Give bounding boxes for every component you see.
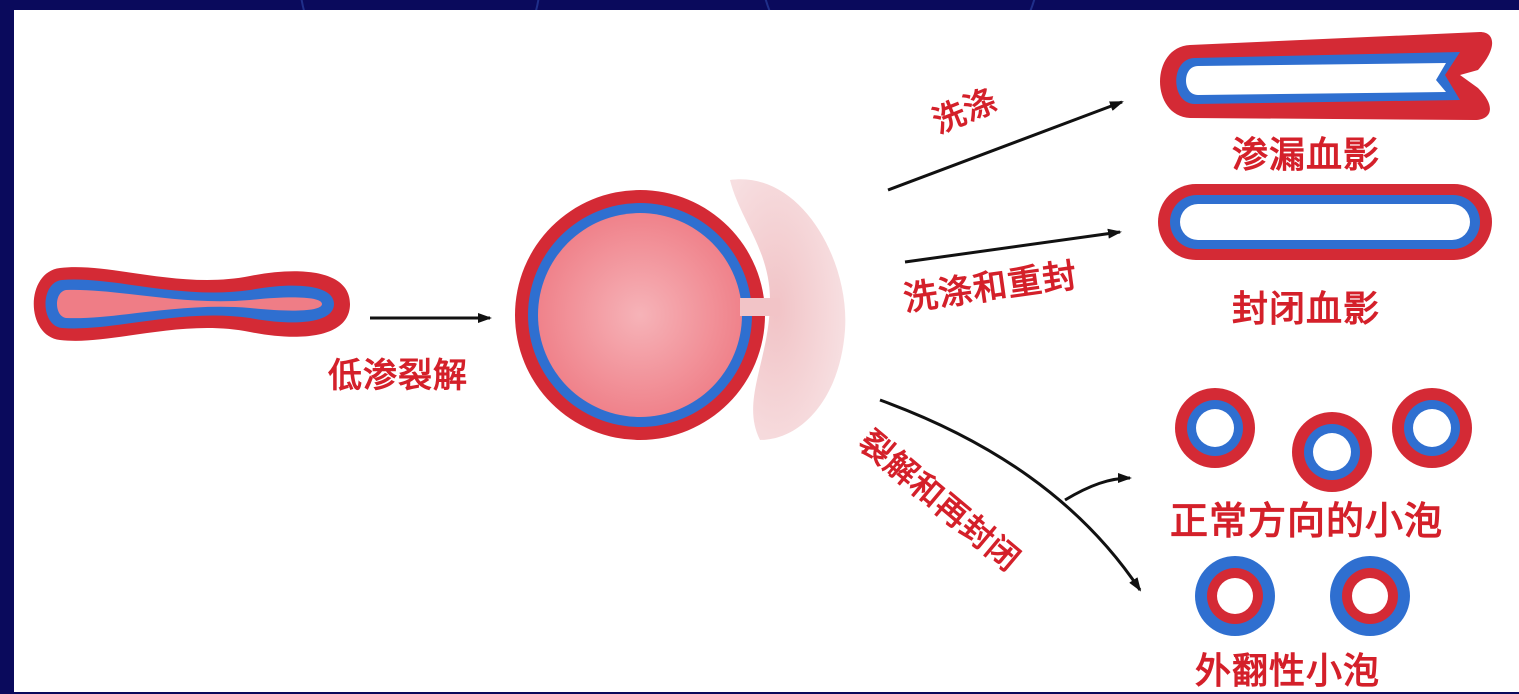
leaky-ghost — [1160, 32, 1493, 120]
lysing-cell — [515, 190, 780, 440]
lysis-reseal-arrow — [879, 398, 1142, 592]
label-sealed-ghost: 封闭血影 — [1232, 288, 1381, 330]
label-hypotonic-lysis: 低渗裂解 — [328, 356, 468, 396]
right-side-out-vesicles — [1175, 388, 1472, 492]
label-inside-out-vesicles: 外翻性小泡 — [1195, 650, 1381, 692]
label-right-side-out-vesicles: 正常方向的小泡 — [1170, 498, 1444, 543]
sealed-ghost — [1158, 184, 1492, 260]
branch-arrow — [1064, 473, 1132, 502]
wash-reseal-arrow — [904, 228, 1122, 264]
inside-out-vesicles — [1195, 556, 1410, 636]
released-cytoplasm-cloud — [730, 179, 846, 440]
label-leaky-ghost: 渗漏血影 — [1232, 134, 1381, 176]
wash-arrow — [887, 100, 1124, 192]
intact-red-blood-cell — [33, 267, 350, 341]
